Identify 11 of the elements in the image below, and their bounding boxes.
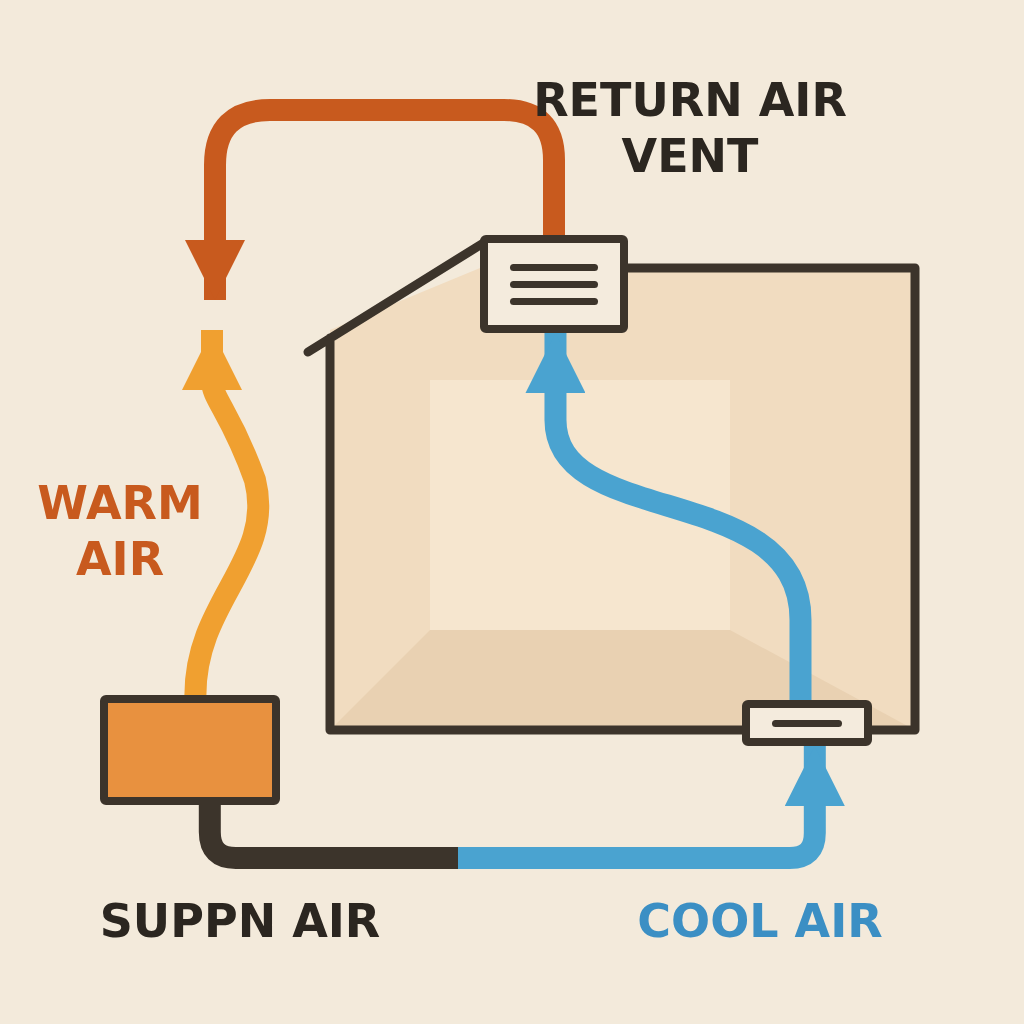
airflow-arrow	[185, 99, 565, 300]
flow-label: COOL AIR	[636, 893, 884, 949]
airflow-arrow	[525, 333, 812, 700]
furnace-box	[100, 695, 280, 805]
flow-label: SUPPN AIR	[98, 893, 382, 949]
flow-label: WARM AIR	[36, 475, 204, 587]
airflow-arrow	[198, 746, 845, 869]
supply-vent-icon	[742, 700, 872, 746]
airflow-arrow	[182, 330, 270, 696]
return-vent-icon	[480, 235, 628, 333]
vent-caption: RETURN AIR VENT	[532, 72, 848, 184]
